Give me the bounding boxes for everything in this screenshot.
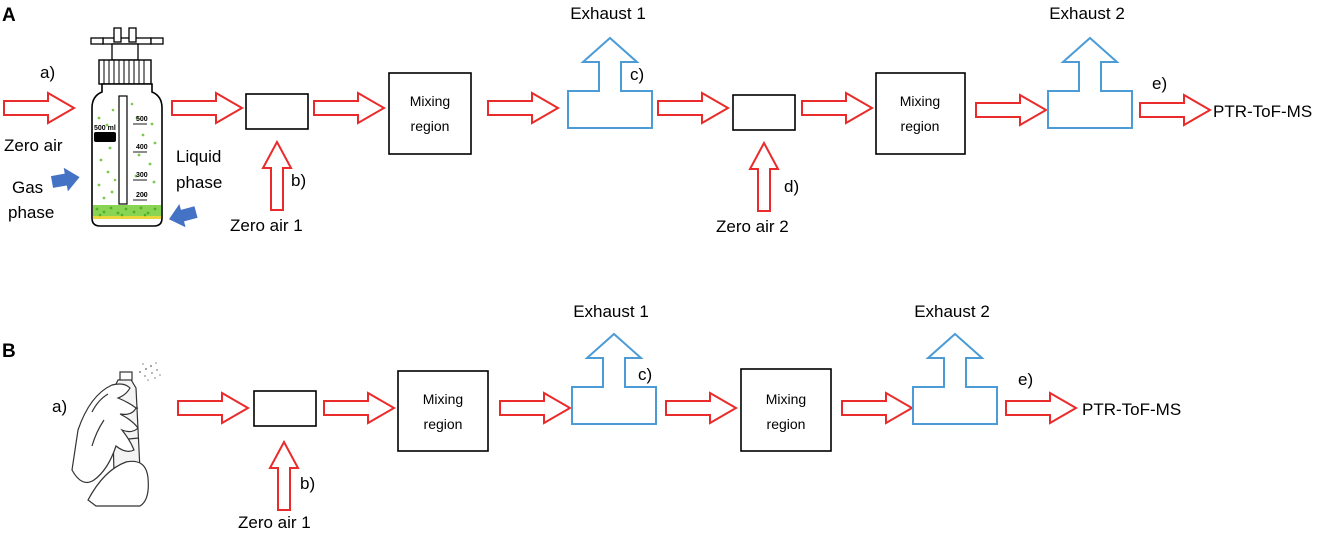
flow-arrow-b2 [323, 392, 395, 424]
dilution-box-1 [245, 93, 309, 130]
label-a-b: a) [52, 397, 67, 416]
mixing-region-1 [388, 72, 472, 155]
mixing-region-2-label-line2: region [901, 118, 940, 134]
label-zero-air-2: Zero air 2 [716, 217, 789, 236]
mixing-region-2-b-label-line2: region [767, 416, 806, 432]
bottle-scale-500: 500 [136, 116, 148, 123]
label-b: b) [291, 171, 306, 190]
label-a: a) [40, 63, 55, 82]
label-gas-phase-line2: phase [8, 203, 54, 222]
label-b-b: b) [300, 474, 315, 493]
bottle-scale-300: 300 [136, 172, 148, 179]
hand-spray-can-icon [71, 362, 161, 507]
flow-arrow-a1 [171, 92, 243, 124]
label-zero-air-1-b: Zero air 1 [238, 513, 311, 532]
pointer-gas-phase [49, 165, 82, 194]
exhaust-2-outlet [1047, 37, 1133, 129]
mixing-region-2-b-label-line1: Mixing [766, 391, 806, 407]
flow-arrow-a2 [313, 92, 385, 124]
flow-arrow-b5 [841, 392, 913, 424]
flow-arrow-zero-air-2 [749, 142, 779, 212]
dilution-box-b [253, 390, 317, 427]
label-liquid-phase-line1: Liquid [176, 147, 221, 166]
label-exhaust-1: Exhaust 1 [570, 4, 646, 23]
panel-b-label: B [2, 341, 16, 362]
label-zero-air: Zero air [4, 136, 63, 155]
mixing-region-2 [875, 72, 966, 155]
label-ptr-tof-ms: PTR-ToF-MS [1213, 102, 1312, 121]
flow-arrow-a5 [801, 92, 873, 124]
label-c: c) [630, 65, 644, 84]
mixing-region-1-b-label-line1: Mixing [423, 391, 463, 407]
label-liquid-phase-line2: phase [176, 173, 222, 192]
flow-arrow-a6 [975, 94, 1047, 126]
bottle-scale-200: 200 [136, 192, 148, 199]
flow-arrow-b3 [499, 392, 571, 424]
label-c-b: c) [638, 365, 652, 384]
label-e: e) [1152, 74, 1167, 93]
flow-arrow-zero-air-1 [262, 141, 292, 211]
label-zero-air-1: Zero air 1 [230, 216, 303, 235]
label-gas-phase-line1: Gas [12, 178, 43, 197]
mixing-region-2-b [740, 368, 832, 452]
gas-washing-bottle-icon: 500 ml 500 400 300 200 [90, 27, 164, 227]
flow-arrow-a3 [487, 92, 559, 124]
dilution-box-2 [732, 94, 796, 131]
mixing-region-1-label-line2: region [411, 118, 450, 134]
flow-arrow-a4 [657, 92, 729, 124]
label-d: d) [784, 177, 799, 196]
mixing-region-1-b [397, 370, 489, 452]
panel-a-label: A [2, 5, 16, 26]
label-exhaust-1-b: Exhaust 1 [573, 302, 649, 321]
mixing-region-2-label-line1: Mixing [900, 93, 940, 109]
pointer-liquid-phase [165, 200, 200, 231]
label-exhaust-2-b: Exhaust 2 [914, 302, 990, 321]
exhaust-2-outlet-b [912, 333, 998, 425]
bottle-scale-400: 400 [136, 144, 148, 151]
bottle-volume-label: 500 ml [94, 125, 116, 132]
label-e-b: e) [1018, 370, 1033, 389]
flow-arrow-zero-air-in [3, 92, 75, 124]
label-exhaust-2: Exhaust 2 [1049, 4, 1125, 23]
flow-arrow-a7 [1139, 94, 1211, 126]
flow-arrow-b4 [665, 392, 737, 424]
flow-arrow-b1 [177, 392, 249, 424]
label-ptr-tof-ms-b: PTR-ToF-MS [1082, 400, 1181, 419]
mixing-region-1-b-label-line2: region [424, 416, 463, 432]
mixing-region-1-label-line1: Mixing [410, 93, 450, 109]
flow-arrow-zero-air-1-b [269, 441, 299, 511]
flow-arrow-b6 [1005, 392, 1077, 424]
